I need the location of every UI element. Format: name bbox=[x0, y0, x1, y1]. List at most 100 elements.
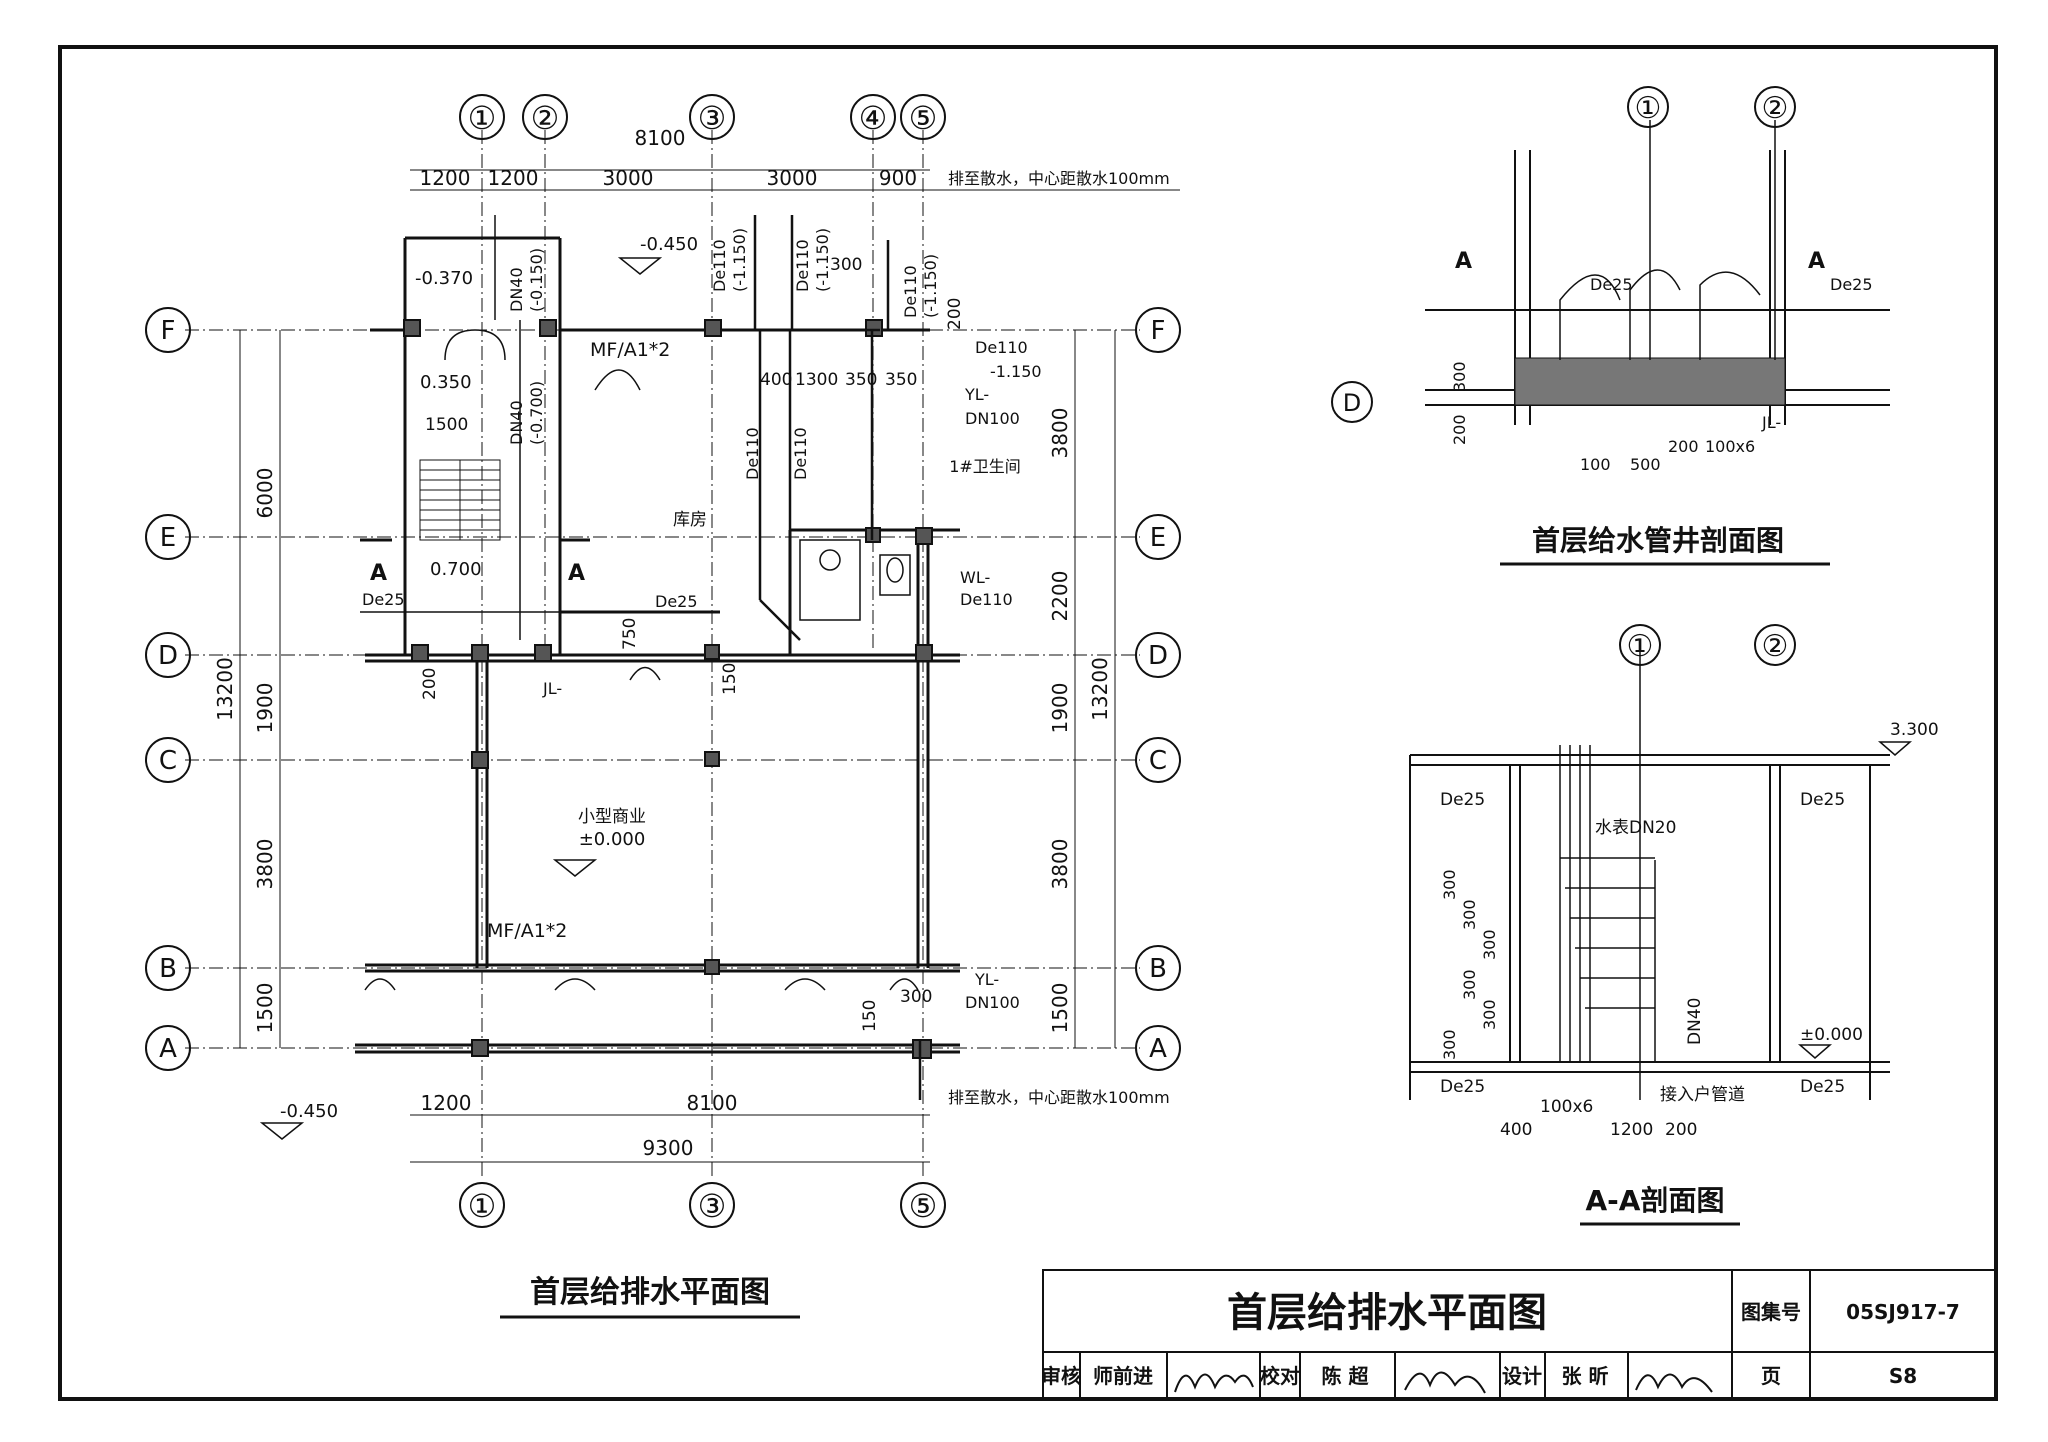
axis-top-1: ① bbox=[468, 99, 497, 137]
row-axis-labels: F E D C B A F E D C B A bbox=[158, 316, 1168, 1064]
row-axis-E-left: E bbox=[160, 523, 176, 553]
designer-signature bbox=[1635, 1373, 1713, 1393]
row-axis-F-right: F bbox=[1151, 316, 1166, 346]
level-texts: -0.450 -0.370 0.350 0.700 -0.450 bbox=[280, 234, 698, 1122]
axis-top-3: ③ bbox=[698, 99, 727, 137]
reviewer-signature bbox=[1174, 1373, 1254, 1393]
dim-left-b: 1900 bbox=[253, 683, 277, 734]
pipe-label-23: De110 bbox=[791, 427, 810, 480]
atlas-label: 图集号 bbox=[1741, 1300, 1801, 1324]
aa-dim-bottom-2: 100x6 bbox=[1540, 1097, 1593, 1117]
shaft-dim-2: 200 bbox=[1450, 414, 1469, 445]
axis-bottom-3: ③ bbox=[698, 1187, 727, 1225]
pipe-label-13: De110 bbox=[975, 338, 1028, 357]
aa-dim-left-1: 300 bbox=[1440, 869, 1459, 900]
row-axis-A-left: A bbox=[159, 1034, 177, 1064]
pipe-label-1: De110 bbox=[710, 239, 729, 292]
shaft-pipes bbox=[1559, 120, 1776, 360]
aa-axis-bubbles bbox=[1619, 624, 1796, 666]
title-block-signoffs: 审核 师前进 校对 陈 超 设计 张 昕 bbox=[1041, 1364, 1608, 1388]
aa-pipes bbox=[1559, 640, 1656, 1100]
shaft-section-title: 首层给水管井剖面图 bbox=[1532, 524, 1784, 557]
page-number: S8 bbox=[1889, 1364, 1917, 1388]
dimension-lines bbox=[239, 169, 1180, 1163]
shaft-dim-6: 100x6 bbox=[1705, 437, 1755, 456]
pipe-label-7: DN40 bbox=[507, 267, 526, 312]
pipe-label-11: De25 bbox=[362, 590, 405, 609]
aa-dim-bottom-3: 1200 bbox=[1610, 1120, 1653, 1140]
small-dim-9: 200 bbox=[420, 668, 440, 700]
row-axis-C-left: C bbox=[159, 746, 177, 776]
pipe-label-20: YL- bbox=[974, 970, 999, 989]
aa-level-bottom-marker bbox=[1797, 1044, 1833, 1059]
pipe-label-6: (-1.150) bbox=[921, 254, 940, 318]
level-4: 0.700 bbox=[430, 559, 482, 580]
page-label: 页 bbox=[1761, 1364, 1781, 1388]
aa-label-dn40: DN40 bbox=[1685, 998, 1705, 1045]
atlas-number: 05SJ917-7 bbox=[1846, 1300, 1960, 1324]
floor-plan: ① ② ③ ④ ⑤ ① ③ ⑤ F E D C B A F E D C B A … bbox=[145, 94, 1181, 1319]
dim-bottom-b: 8100 bbox=[687, 1091, 738, 1115]
drain-pipes bbox=[720, 215, 922, 1100]
shaft-label-de25-2: De25 bbox=[1830, 275, 1873, 294]
drain-note-top: 排至散水，中心距散水100mm bbox=[948, 169, 1170, 188]
dim-top-c: 3000 bbox=[603, 166, 654, 190]
check-label: 校对 bbox=[1260, 1364, 1300, 1388]
dim-top-b: 1200 bbox=[488, 166, 539, 190]
shaft-dim-5: 200 bbox=[1668, 437, 1699, 456]
aa-axis-labels: ① ② bbox=[1627, 629, 1789, 664]
plan-title: 首层给排水平面图 bbox=[530, 1275, 770, 1310]
row-axis-B-left: B bbox=[159, 954, 177, 984]
small-dims: 300 200 400 1300 350 350 1500 750 200 15… bbox=[420, 255, 965, 1032]
dim-right-d: 3800 bbox=[1048, 839, 1072, 890]
aa-dim-bottom-1: 400 bbox=[1500, 1120, 1532, 1140]
shaft-labels: De25 De25 JL- 300 200 100 500 200 100x6 bbox=[1450, 275, 1873, 474]
shaft-axis-2: ② bbox=[1762, 91, 1789, 126]
extinguisher-label-1: MF/A1*2 bbox=[590, 339, 670, 361]
shaft-slab bbox=[1514, 357, 1786, 406]
review-label: 审核 bbox=[1041, 1364, 1081, 1388]
axis-bubbles bbox=[145, 94, 1181, 1228]
shaft-cut-left: A bbox=[1455, 249, 1472, 274]
extinguisher-label-2: MF/A1*2 bbox=[487, 920, 567, 942]
level-3: 0.350 bbox=[420, 372, 472, 393]
small-dim-5: 350 bbox=[845, 370, 877, 390]
shaft-section: ① ② D A A De25 De25 JL- 300 200 100 500 … bbox=[1331, 86, 1890, 566]
pipe-label-10: (-0.700) bbox=[527, 381, 546, 445]
dim-left-d: 1500 bbox=[253, 983, 277, 1034]
level-triangles bbox=[259, 257, 663, 1140]
shaft-cut-labels: A A bbox=[1455, 249, 1825, 274]
pipe-label-9: DN40 bbox=[507, 400, 526, 445]
axis-labels: ① ② ③ ④ ⑤ ① ③ ⑤ bbox=[468, 99, 938, 1225]
shaft-axis-1: ① bbox=[1635, 91, 1662, 126]
aa-dim-bottom-4: 200 bbox=[1665, 1120, 1697, 1140]
shaft-row-axis: D bbox=[1343, 389, 1361, 417]
title-block: 首层给排水平面图 图集号 05SJ917-7 页 S8 审核 师前进 校对 陈 … bbox=[1041, 1269, 1997, 1400]
reviewer-name: 师前进 bbox=[1093, 1364, 1153, 1388]
door-swings bbox=[364, 329, 919, 991]
row-axis-D-right: D bbox=[1148, 641, 1168, 671]
shaft-dim-4: 500 bbox=[1630, 455, 1661, 474]
row-axis-B-right: B bbox=[1149, 954, 1167, 984]
pipe-label-8: (-0.150) bbox=[527, 248, 546, 312]
row-axis-A-right: A bbox=[1149, 1034, 1167, 1064]
small-dim-8: 750 bbox=[620, 618, 640, 650]
aa-section-title: A-A剖面图 bbox=[1586, 1184, 1725, 1217]
aa-dims-bottom: 400 100x6 1200 200 bbox=[1500, 1097, 1697, 1140]
level-1: -0.450 bbox=[640, 234, 698, 255]
shaft-axis-bubbles bbox=[1331, 86, 1796, 423]
level-2: -0.370 bbox=[415, 268, 473, 289]
section-cut-left: A bbox=[370, 561, 387, 586]
dim-top-d: 3000 bbox=[767, 166, 818, 190]
dim-right-total: 13200 bbox=[1088, 657, 1112, 721]
small-dim-2: 200 bbox=[945, 298, 965, 330]
section-cut-right: A bbox=[568, 561, 585, 586]
dim-right-e: 1500 bbox=[1048, 983, 1072, 1034]
aa-dim-left-4: 300 bbox=[1460, 969, 1479, 1000]
axis-bottom-1: ① bbox=[468, 1187, 497, 1225]
dim-bottom-a: 1200 bbox=[421, 1091, 472, 1115]
designer-name: 张 昕 bbox=[1562, 1364, 1609, 1388]
signatures bbox=[1174, 1371, 1713, 1394]
room-wc-label: 1#卫生间 bbox=[949, 457, 1021, 476]
aa-label-inlet: 接入户管道 bbox=[1660, 1085, 1745, 1105]
